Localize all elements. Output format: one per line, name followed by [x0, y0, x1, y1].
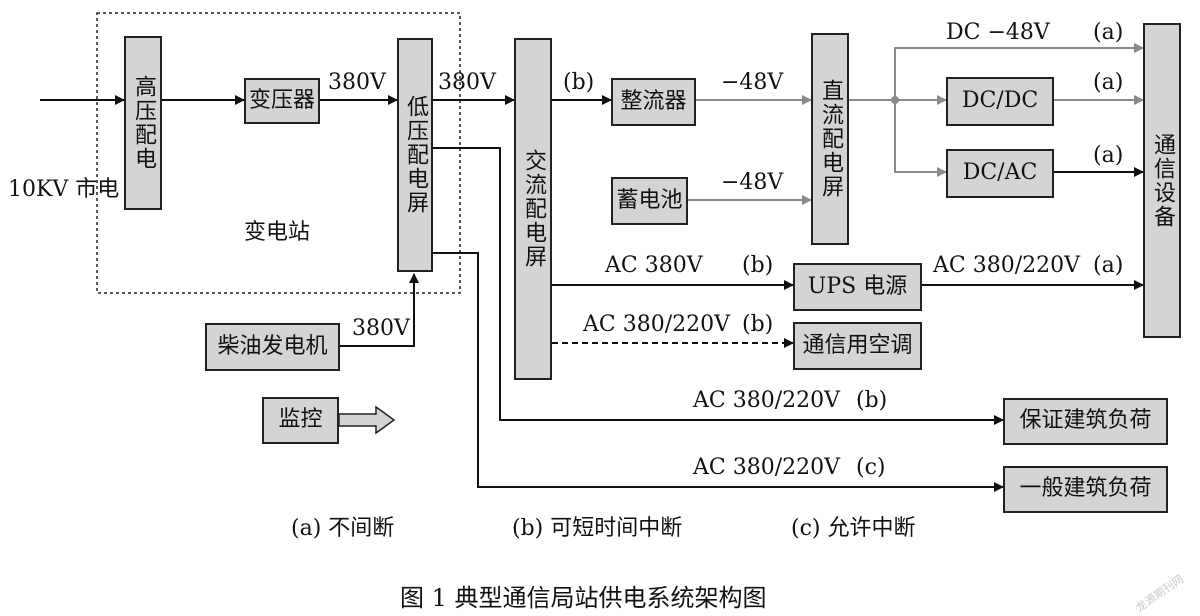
lv-to-guaranteed-line: [433, 147, 1004, 425]
monitor-box: 监控: [262, 397, 339, 444]
mains-label: 10KV 市电: [8, 177, 120, 202]
monitor-arrow-icon: [338, 405, 396, 435]
dc48-line: [894, 43, 1144, 100]
dcac-box: DC/AC: [946, 149, 1054, 198]
aircon-box: 通信用空调: [793, 322, 922, 370]
diesel-generator-box: 柴油发电机: [205, 323, 340, 371]
dcdc-box: DC/DC: [946, 77, 1054, 126]
class-label-ups-out: (a): [1093, 253, 1124, 278]
general-building-load-box: 一般建筑负荷: [1003, 466, 1168, 513]
class-label-general: (c): [856, 455, 886, 480]
voltage-label-general: AC 380/220V: [693, 455, 840, 480]
lv-distribution-panel-box: 低压配电屏: [397, 38, 433, 272]
class-label-dc48: (a): [1093, 20, 1124, 45]
voltage-label-ups-out: AC 380/220V: [933, 253, 1080, 278]
class-label-guaranteed: (b): [856, 388, 888, 413]
dc-junction-dot: [891, 96, 899, 104]
class-label-rectifier: (b): [563, 70, 595, 95]
voltage-label-lv-out: 380V: [438, 70, 496, 95]
class-label-ups-in: (b): [742, 253, 774, 278]
voltage-label-aircon: AC 380/220V: [583, 312, 730, 337]
legend-interruption-allowed: (c) 允许中断: [791, 516, 916, 541]
dc-distribution-panel-box: 直流配电屏: [811, 33, 849, 245]
diesel-to-lv-line: [340, 273, 419, 347]
voltage-label-battery: −48V: [721, 170, 784, 195]
guaranteed-building-load-box: 保证建筑负荷: [1003, 398, 1168, 445]
battery-box: 蓄电池: [611, 177, 688, 225]
lv-to-general-line: [433, 252, 1004, 492]
legend-uninterruptible: (a) 不间断: [291, 516, 395, 541]
voltage-label-dc48: DC −48V: [946, 20, 1050, 45]
voltage-label-transformer: 380V: [328, 70, 386, 95]
class-label-aircon: (b): [742, 312, 774, 337]
legend-short-interruption: (b) 可短时间中断: [512, 516, 683, 541]
voltage-label-diesel: 380V: [352, 316, 410, 341]
substation-boundary: [96, 12, 461, 294]
ups-box: UPS 电源: [793, 263, 922, 311]
bus-to-dcac-line: [894, 100, 947, 177]
hv-distribution-box: 高压配电: [124, 36, 162, 210]
class-label-dcac: (a): [1093, 143, 1124, 168]
telecom-equipment-box: 通信设备: [1143, 23, 1181, 338]
class-label-dcdc: (a): [1093, 70, 1124, 95]
transformer-box: 变压器: [244, 78, 320, 124]
figure-caption: 图 1 典型通信局站供电系统架构图: [400, 584, 767, 612]
voltage-label-guaranteed: AC 380/220V: [693, 388, 840, 413]
substation-label: 变电站: [244, 220, 311, 245]
voltage-label-ac380: AC 380V: [605, 253, 703, 278]
voltage-label-rectifier: −48V: [721, 70, 784, 95]
rectifier-box: 整流器: [611, 78, 696, 126]
ac-distribution-panel-box: 交流配电屏: [514, 38, 552, 380]
